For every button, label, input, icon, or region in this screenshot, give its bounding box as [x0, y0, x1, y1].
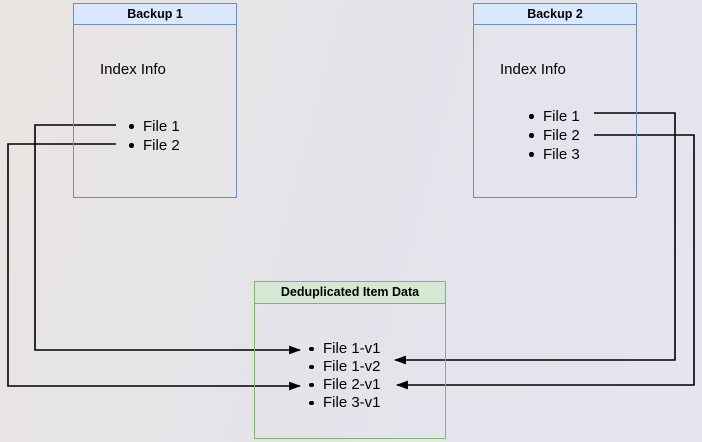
list-item: File 1: [129, 117, 180, 136]
list-item: File 2: [129, 136, 180, 155]
backup2-title: Backup 2: [474, 4, 636, 25]
backup1-subtitle: Index Info: [100, 61, 166, 78]
list-item: File 1-v1: [309, 340, 381, 358]
list-item: File 2-v1: [309, 376, 381, 394]
list-item: File 2: [529, 126, 580, 145]
list-item: File 3: [529, 145, 580, 164]
backup2-subtitle: Index Info: [500, 61, 566, 78]
backup1-title: Backup 1: [74, 4, 236, 25]
list-item: File 3-v1: [309, 394, 381, 412]
dedup-title: Deduplicated Item Data: [255, 282, 445, 304]
list-item: File 1-v2: [309, 358, 381, 376]
list-item: File 1: [529, 107, 580, 126]
